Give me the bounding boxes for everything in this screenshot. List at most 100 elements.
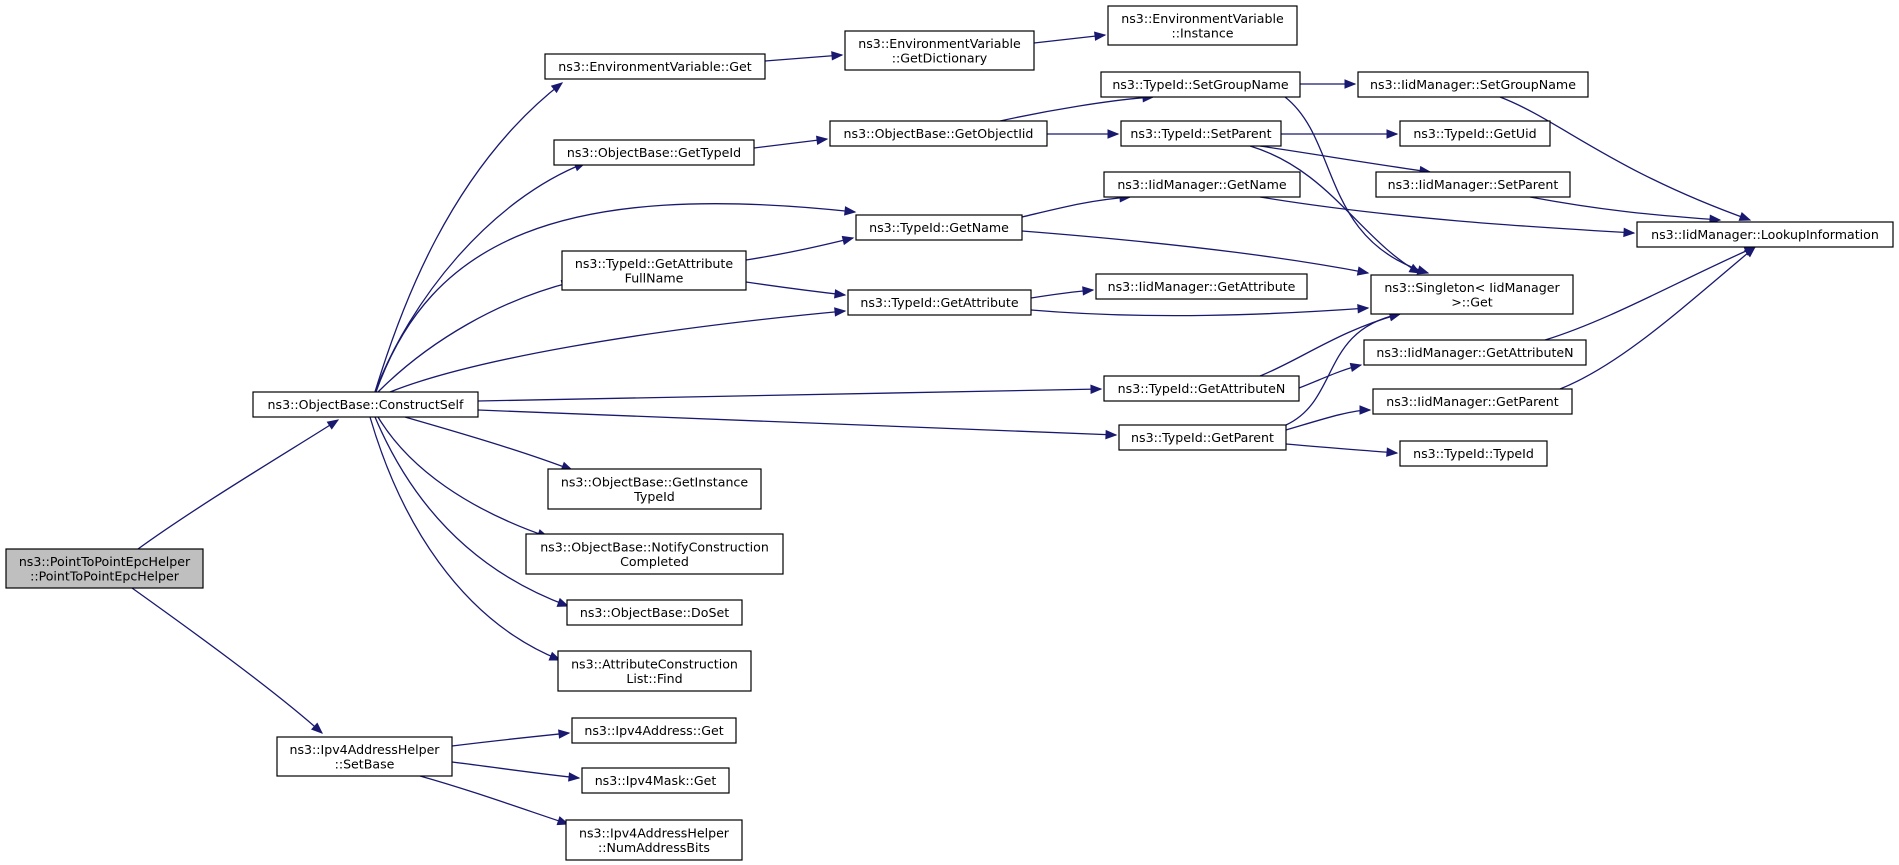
node-box[interactable] <box>547 468 762 510</box>
node-iid-get-attribute[interactable]: ns3::IidManager::GetAttribute <box>1095 273 1308 300</box>
node-tid-get-name[interactable]: ns3::TypeId::GetName <box>855 214 1023 241</box>
node-box[interactable] <box>1103 171 1301 198</box>
node-tid-set-parent[interactable]: ns3::TypeId::SetParent <box>1120 120 1282 147</box>
node-tid-get-uid[interactable]: ns3::TypeId::GetUid <box>1399 120 1551 147</box>
node-box[interactable] <box>1399 440 1548 467</box>
node-tid-get-attribute-n[interactable]: ns3::TypeId::GetAttributeN <box>1103 375 1300 402</box>
node-box[interactable] <box>1103 375 1300 402</box>
node-tid-get-attribute[interactable]: ns3::TypeId::GetAttribute <box>847 289 1032 316</box>
node-tid-type-id[interactable]: ns3::TypeId::TypeId <box>1399 440 1548 467</box>
node-tid-set-group-name[interactable]: ns3::TypeId::SetGroupName <box>1100 71 1301 98</box>
node-box[interactable] <box>1095 273 1308 300</box>
node-box[interactable] <box>566 599 743 626</box>
edge-line <box>131 587 323 734</box>
node-box[interactable] <box>276 736 453 777</box>
node-ipv4-set-base[interactable]: ns3::Ipv4AddressHelper::SetBase <box>276 736 453 777</box>
node-label: ns3::TypeId::GetName <box>869 220 1009 235</box>
edge-line <box>745 237 854 261</box>
node-label: Completed <box>620 554 689 569</box>
node-singleton-get[interactable]: ns3::Singleton< IidManager >::Get <box>1370 274 1574 315</box>
node-env-get-dict[interactable]: ns3::EnvironmentVariable::GetDictionary <box>844 30 1035 71</box>
node-tid-get-parent[interactable]: ns3::TypeId::GetParent <box>1118 424 1287 451</box>
node-box[interactable] <box>1375 171 1571 198</box>
node-ipv4-num-address-bits[interactable]: ns3::Ipv4AddressHelper::NumAddressBits <box>565 819 743 861</box>
edge-tid_get_attr_full_name-to-tid_get_name <box>745 235 855 261</box>
node-label: ns3::TypeId::SetGroupName <box>1112 77 1289 92</box>
node-label: ns3::AttributeConstruction <box>571 656 738 671</box>
node-box[interactable] <box>1363 339 1587 366</box>
node-box[interactable] <box>1399 120 1551 147</box>
node-box[interactable] <box>544 53 766 80</box>
node-box[interactable] <box>252 391 479 418</box>
edge-construct_self-to-ob_get_type_id <box>374 162 587 393</box>
node-construct-self[interactable]: ns3::ObjectBase::ConstructSelf <box>252 391 479 418</box>
node-box[interactable] <box>847 289 1032 316</box>
edge-ipv4_set_base-to-ipv4_mask_get <box>451 761 581 782</box>
node-iid-get-name[interactable]: ns3::IidManager::GetName <box>1103 171 1301 198</box>
edge-arrowhead <box>841 235 855 246</box>
edge-construct_self-to-ob_get_instance_type_id <box>404 416 574 471</box>
edge-ob_get_type_id-to-ob_get_object_iid <box>753 135 829 149</box>
node-label: ::GetDictionary <box>892 50 988 65</box>
edge-line <box>1529 196 1721 221</box>
edge-tid_get_name-to-singleton_get <box>1021 230 1370 276</box>
node-box[interactable] <box>1100 71 1301 98</box>
node-box[interactable] <box>581 767 730 794</box>
node-env-get[interactable]: ns3::EnvironmentVariable::Get <box>544 53 766 80</box>
node-box[interactable] <box>565 819 743 861</box>
node-box[interactable] <box>1636 221 1894 248</box>
node-box[interactable] <box>1357 71 1589 98</box>
node-env-instance[interactable]: ns3::EnvironmentVariable::Instance <box>1107 5 1298 46</box>
node-label: ns3::TypeId::GetParent <box>1131 430 1274 445</box>
edge-tid_get_attribute-to-iid_get_attribute <box>1030 286 1095 299</box>
node-box[interactable] <box>5 548 204 589</box>
node-box[interactable] <box>1370 274 1574 315</box>
node-iid-lookup-info[interactable]: ns3::IidManager::LookupInformation <box>1636 221 1894 248</box>
node-box[interactable] <box>561 250 747 291</box>
node-box[interactable] <box>1120 120 1282 147</box>
node-iid-set-group-name[interactable]: ns3::IidManager::SetGroupName <box>1357 71 1589 98</box>
edge-line <box>374 82 563 393</box>
node-label: ns3::TypeId::GetUid <box>1413 126 1536 141</box>
node-box[interactable] <box>844 30 1035 71</box>
node-label: ::Instance <box>1171 25 1233 40</box>
edge-line <box>1021 230 1369 274</box>
node-ob-get-object-iid[interactable]: ns3::ObjectBase::GetObjectIid <box>829 120 1048 147</box>
node-label: ns3::IidManager::LookupInformation <box>1651 227 1879 242</box>
node-label: ns3::ObjectBase::GetObjectIid <box>844 126 1034 141</box>
node-root[interactable]: ns3::PointToPointEpcHelper::PointToPoint… <box>5 548 204 589</box>
node-box[interactable] <box>553 139 755 166</box>
node-box[interactable] <box>855 214 1023 241</box>
edge-arrowhead <box>568 772 581 782</box>
node-box[interactable] <box>557 650 752 692</box>
node-box[interactable] <box>1372 388 1573 415</box>
node-ipv4-address-get[interactable]: ns3::Ipv4Address::Get <box>571 717 737 744</box>
node-iid-get-attribute-n[interactable]: ns3::IidManager::GetAttributeN <box>1363 339 1587 366</box>
node-label: ns3::TypeId::TypeId <box>1413 446 1534 461</box>
edge-root-to-construct_self <box>137 419 340 550</box>
node-box[interactable] <box>829 120 1048 147</box>
node-iid-set-parent[interactable]: ns3::IidManager::SetParent <box>1375 171 1571 198</box>
node-box[interactable] <box>1107 5 1298 46</box>
node-box[interactable] <box>571 717 737 744</box>
node-label: ns3::EnvironmentVariable::Get <box>558 59 751 74</box>
node-ob-do-set[interactable]: ns3::ObjectBase::DoSet <box>566 599 743 626</box>
node-iid-get-parent[interactable]: ns3::IidManager::GetParent <box>1372 388 1573 415</box>
node-ob-notify-construction[interactable]: ns3::ObjectBase::NotifyConstructionCompl… <box>525 533 784 575</box>
edge-arrowhead <box>1416 265 1430 275</box>
node-label: ns3::IidManager::GetName <box>1117 177 1287 192</box>
node-box[interactable] <box>525 533 784 575</box>
edge-arrowhead <box>1349 362 1363 373</box>
edge-tid_get_parent-to-iid_get_parent <box>1285 405 1372 431</box>
edge-arrowhead <box>1107 129 1120 139</box>
edge-construct_self-to-tid_get_parent <box>477 409 1118 440</box>
node-ipv4-mask-get[interactable]: ns3::Ipv4Mask::Get <box>581 767 730 794</box>
edge-arrowhead <box>844 206 857 216</box>
node-label: ns3::Ipv4Address::Get <box>584 723 723 738</box>
node-label: ns3::Singleton< IidManager <box>1384 280 1560 295</box>
node-ob-get-type-id[interactable]: ns3::ObjectBase::GetTypeId <box>553 139 755 166</box>
node-box[interactable] <box>1118 424 1287 451</box>
